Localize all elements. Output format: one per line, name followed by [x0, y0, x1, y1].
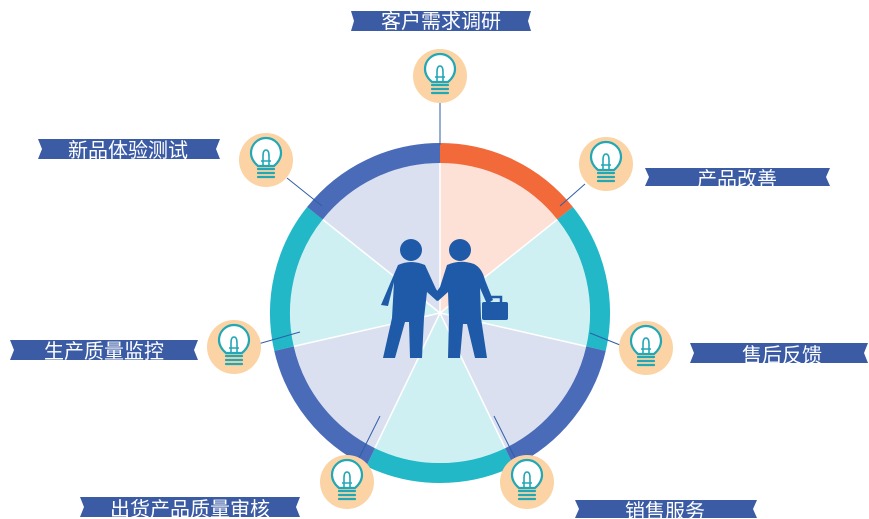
outer-ring [270, 143, 610, 484]
lightbulb-icon [320, 455, 374, 509]
lightbulb-icon [413, 49, 467, 103]
connector-sales-service [493, 415, 518, 463]
banner-production-qc: 生产质量监控 [10, 339, 198, 363]
label-product-improvement: 产品改善 [697, 167, 777, 191]
label-customer-research: 客户需求调研 [381, 9, 501, 33]
ring-product-improvement [557, 206, 610, 351]
ring-customer-research [439, 143, 573, 220]
label-new-product-testing: 新品体验测试 [68, 138, 188, 162]
banner-product-improvement: 产品改善 [645, 167, 830, 191]
lightbulb-icon [239, 133, 293, 187]
ring-new-product-testing [307, 143, 441, 220]
label-after-sales-feedback: 售后反馈 [742, 343, 822, 367]
connector-product-improvement [559, 183, 586, 207]
label-shipping-qc: 出货产品质量审核 [110, 497, 270, 519]
lightbulb-icon [619, 321, 673, 375]
center-wheel [270, 143, 610, 484]
lightbulb-icon [579, 137, 633, 191]
connector-production-qc [257, 331, 301, 345]
handshake-businessmen-icon [381, 239, 508, 358]
banner-customer-research: 客户需求调研 [351, 9, 531, 33]
bulbs-layer [207, 49, 673, 509]
connector-after-sales-feedback [589, 332, 621, 346]
label-banners: 客户需求调研 产品改善 售后反馈 销售服务 出货产品质量审核 生产质量监控 新品… [10, 9, 868, 519]
label-production-qc: 生产质量监控 [44, 339, 164, 363]
banner-shipping-qc: 出货产品质量审核 [80, 497, 300, 519]
lightbulb-icon [500, 455, 554, 509]
banner-sales-service: 销售服务 [575, 499, 757, 519]
lightbulb-icon [207, 320, 261, 374]
connector-lines [257, 103, 621, 463]
ring-production-qc [270, 206, 323, 351]
connector-new-product-testing [286, 177, 323, 207]
ring-sales-service [366, 448, 514, 484]
label-sales-service: 销售服务 [625, 499, 705, 519]
banner-after-sales-feedback: 售后反馈 [690, 343, 868, 367]
sector-shipping-qc [293, 313, 440, 449]
sector-sales-service [374, 313, 506, 463]
ring-after-sales-feedback [504, 346, 606, 467]
connector-shipping-qc [356, 415, 381, 463]
banner-new-product-testing: 新品体验测试 [38, 138, 220, 162]
ring-shipping-qc [274, 346, 376, 467]
